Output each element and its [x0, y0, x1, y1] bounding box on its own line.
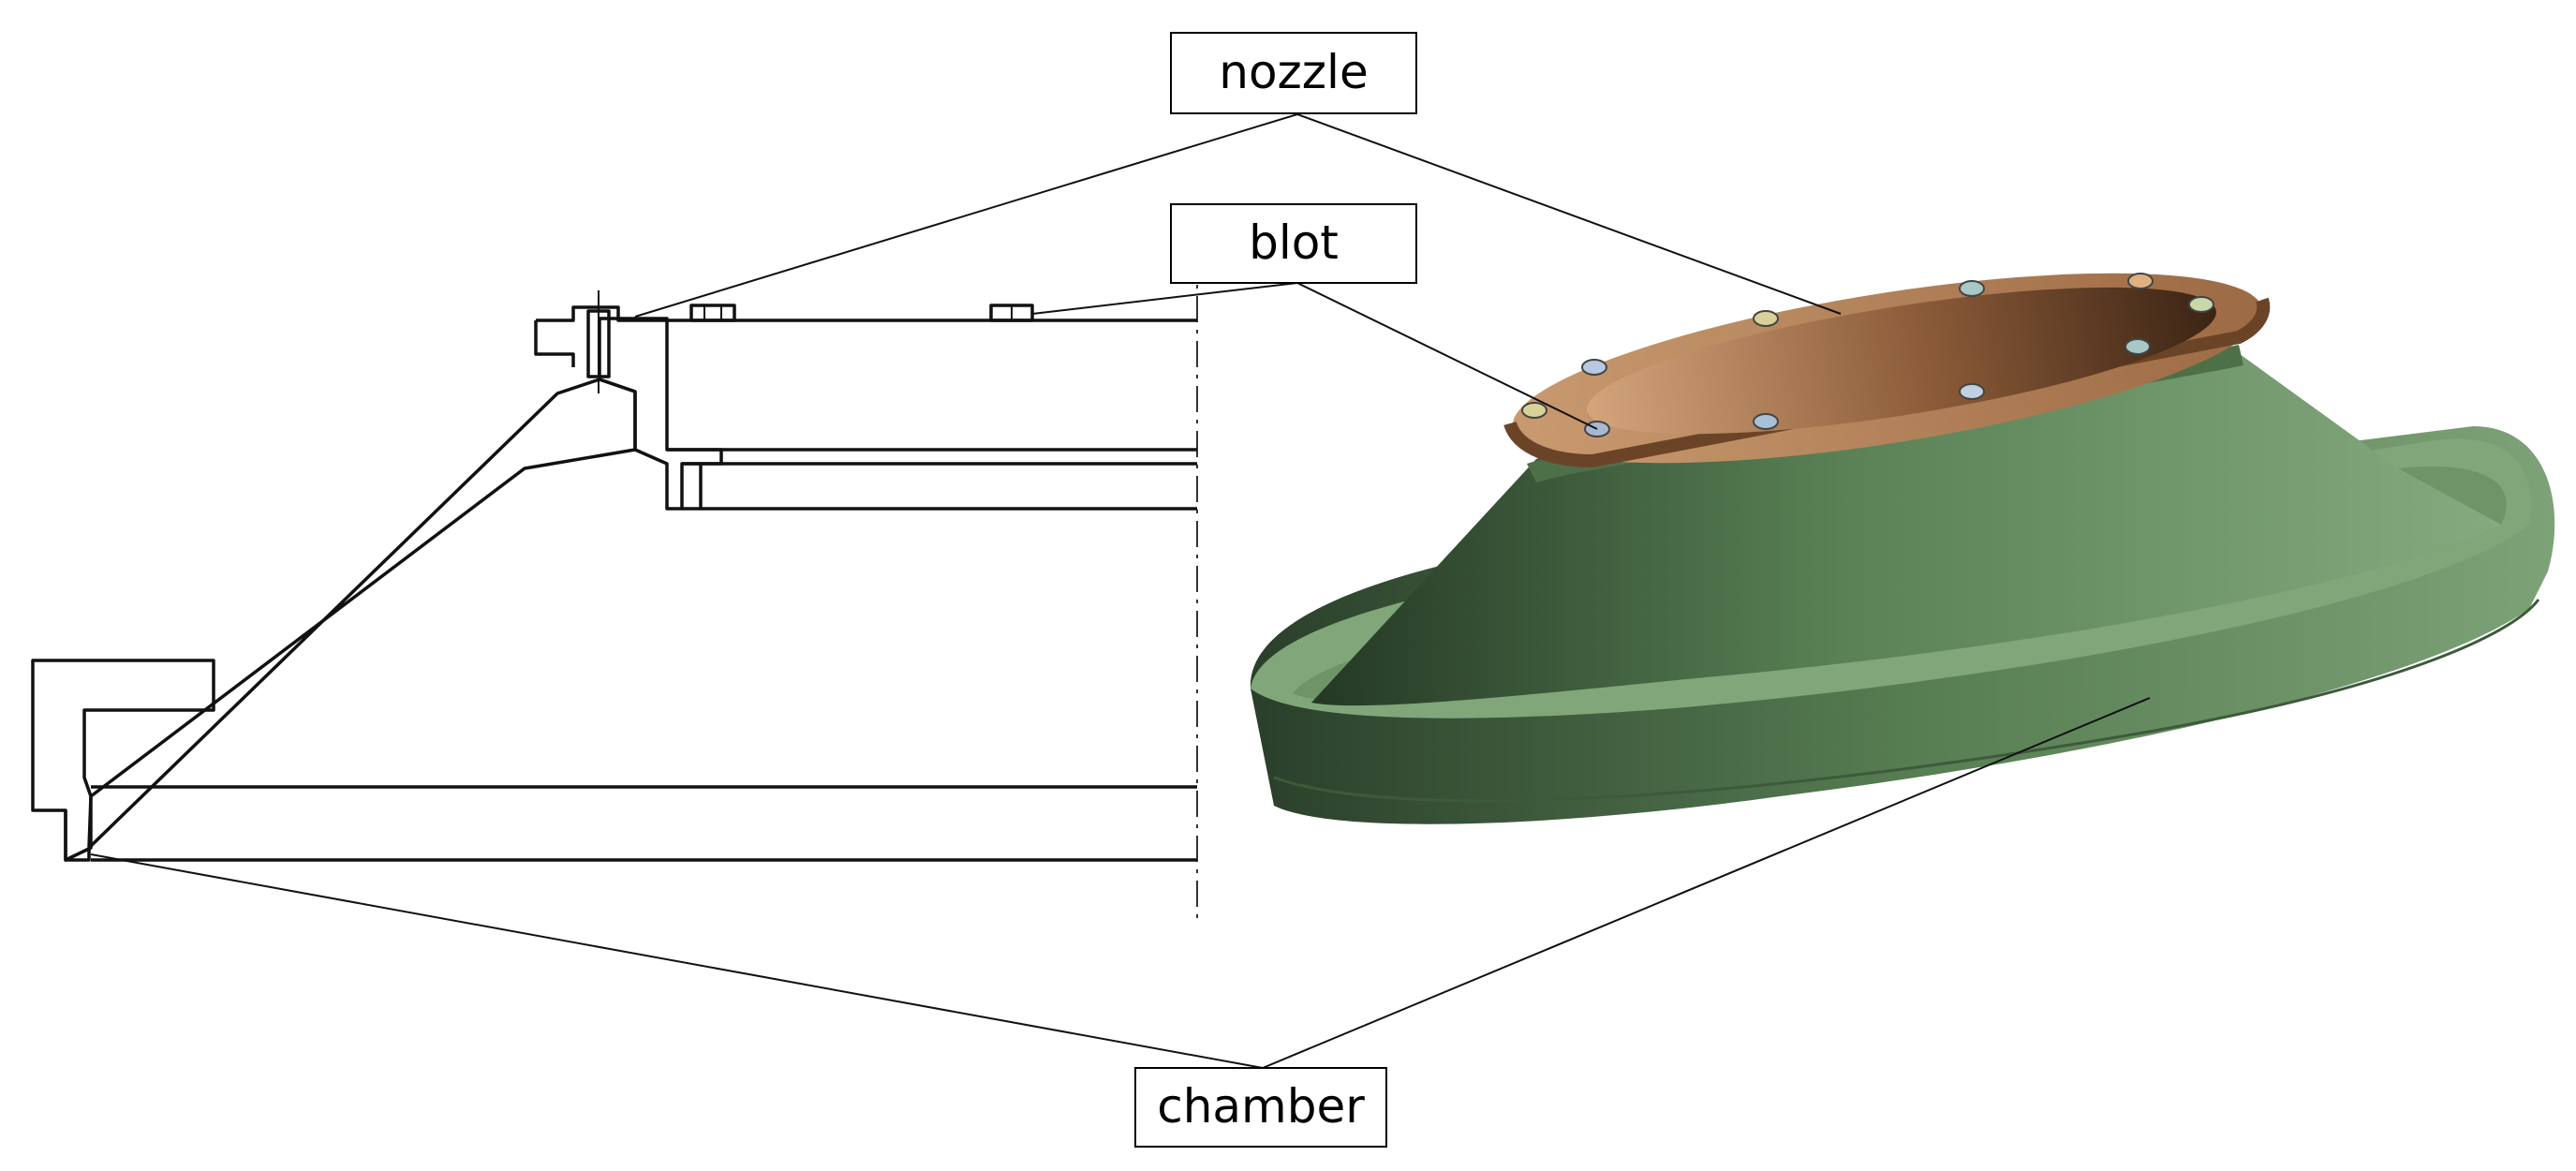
- label-chamber: chamber: [1134, 1067, 1387, 1148]
- chamber-label: chamber: [1157, 1079, 1365, 1134]
- nozzle-bore: [1587, 287, 2216, 435]
- label-box: [1170, 203, 1417, 284]
- bolt-ring: [1521, 273, 2214, 437]
- chamber-wall-section: [87, 378, 637, 850]
- bolt-icon: [1753, 310, 1779, 327]
- bolt-leader: [1031, 281, 1598, 430]
- base-seam: [1273, 599, 2540, 803]
- bolt-icon: [1521, 402, 1547, 419]
- bolt-icon: [1959, 280, 1985, 297]
- nozzle-flange-section: [534, 305, 667, 367]
- label-box: [1170, 32, 1417, 114]
- model-render: [1250, 273, 2555, 824]
- nozzle-label: nozzle: [1219, 45, 1368, 99]
- nozzle-body-section: [667, 319, 1197, 511]
- bolt-head-left: [689, 304, 736, 322]
- bolt-icon: [1753, 413, 1779, 430]
- chamber-body-section: [91, 785, 1197, 862]
- bolt-icon: [2127, 273, 2154, 289]
- label-bolt: blot: [1170, 203, 1417, 284]
- label-nozzle: nozzle: [1170, 32, 1417, 114]
- flange-foot: [64, 810, 91, 862]
- chamber-cone: [1311, 347, 2501, 706]
- bolt-icon: [2188, 296, 2214, 313]
- section-drawing: [31, 251, 1198, 923]
- nozzle-collar-section: [598, 317, 723, 511]
- chamber-flange-section: [31, 659, 215, 862]
- bolt-label: blot: [1249, 215, 1339, 270]
- bolt-icon: [2124, 338, 2151, 355]
- bolt-icon: [1581, 359, 1607, 376]
- nozzle-flange-edge: [1503, 297, 2271, 468]
- label-box: [1134, 1067, 1387, 1148]
- bolt-icon: [1959, 383, 1985, 400]
